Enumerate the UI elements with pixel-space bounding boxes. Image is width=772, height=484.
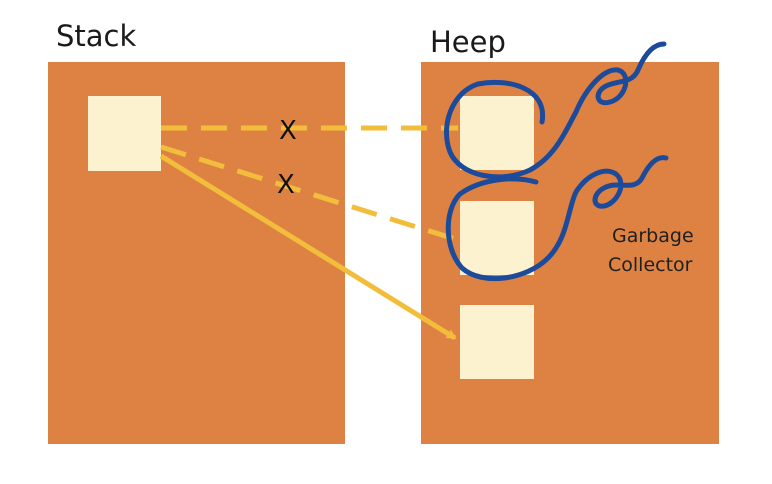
- heap-object-1: [460, 96, 534, 170]
- stack-title: Stack: [56, 19, 136, 53]
- removed-mark-1: X: [279, 116, 297, 146]
- gc-label-line-1: Garbage: [612, 225, 694, 247]
- removed-mark-2: X: [277, 170, 295, 200]
- gc-scribble-1: [444, 41, 667, 180]
- heap-title: Heep: [430, 25, 506, 59]
- gc-label-line-2: Collector: [608, 254, 693, 276]
- active-reference-arrow: [159, 153, 457, 341]
- stack-object: [88, 96, 161, 171]
- heap-object-2: [460, 201, 534, 275]
- heap-object-3: [460, 305, 534, 379]
- gc-scribble-2: [445, 155, 669, 282]
- removed-reference-2: [160, 144, 459, 243]
